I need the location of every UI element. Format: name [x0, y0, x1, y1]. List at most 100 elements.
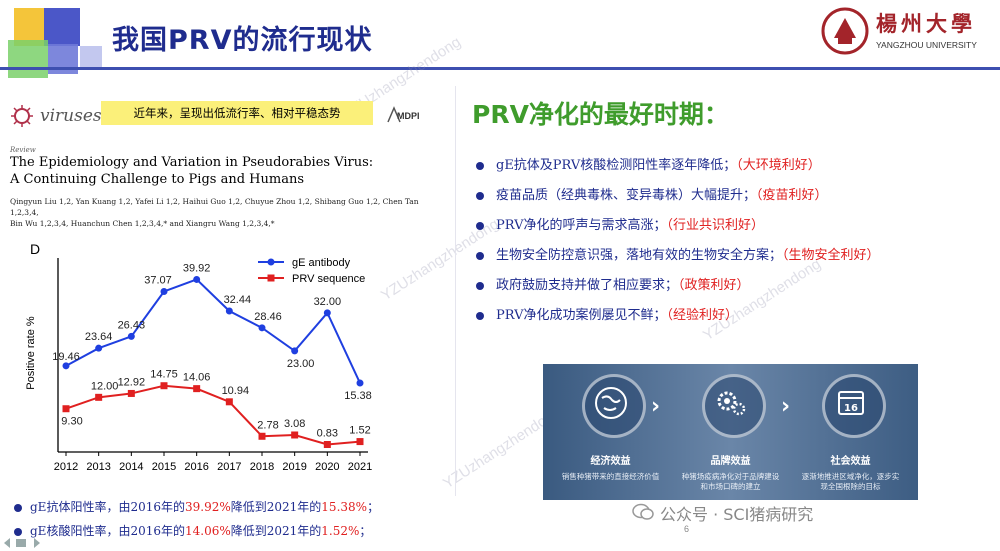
- university-logo: 楊州大學 YANGZHOU UNIVERSITY: [820, 6, 990, 58]
- summary-value: 39.92%: [184, 500, 231, 514]
- list-item: 疫苗品质（经典毒株、变异毒株）大幅提升；（疫苗利好）: [476, 184, 996, 214]
- publisher-name: MDPI: [397, 111, 420, 121]
- summary-text: 降低到2021年的: [230, 500, 322, 514]
- university-name: 楊州大學: [876, 11, 976, 36]
- data-label: 39.92: [183, 262, 211, 274]
- item-tag: （大环境利好）: [736, 158, 821, 173]
- x-tick-label: 2018: [250, 461, 274, 473]
- data-point: [356, 379, 364, 387]
- data-point: [258, 324, 266, 332]
- data-label: 26.43: [118, 319, 146, 331]
- card-title: 品牌效益: [710, 456, 751, 467]
- data-label: 14.75: [150, 369, 178, 381]
- item-tag: （行业共识利好）: [666, 218, 764, 233]
- y-axis-label: Positive rate %: [25, 316, 37, 390]
- summary-line: gE抗体阳性率，由2016年的39.92%降低到2021年的15.38%；: [14, 498, 454, 515]
- x-tick-label: 2015: [152, 461, 176, 473]
- paper-authors: Qingyun Liu 1,2, Yan Kuang 1,2, Yafei Li…: [10, 196, 430, 229]
- benefit-card-social: 16 社会效益 逐渐地推进区域净化，逐步实现全国根除的目标: [793, 364, 908, 500]
- article-type: Review: [10, 146, 36, 154]
- x-tick-label: 2012: [54, 461, 78, 473]
- bullet-icon: [476, 311, 484, 320]
- panel-label: D: [30, 241, 40, 257]
- x-tick-label: 2020: [315, 461, 339, 473]
- series-line-prv-sequence: [65, 384, 361, 446]
- slide-nav-controls[interactable]: [2, 536, 50, 550]
- bullet-icon: [476, 221, 484, 230]
- data-point: [127, 389, 135, 397]
- data-point: [225, 398, 233, 406]
- paper-title-line: The Epidemiology and Variation in Pseudo…: [10, 155, 374, 170]
- bullet-icon: [14, 503, 22, 512]
- x-tick-label: 2019: [282, 461, 306, 473]
- list-item: gE抗体及PRV核酸检测阳性率逐年降低；（大环境利好）: [476, 154, 996, 184]
- card-description: 逐渐地推进区域净化，逐步实现全国根除的目标: [801, 472, 900, 491]
- list-item: 政府鼓励支持并做了相应要求；（政策利好）: [476, 274, 996, 304]
- data-label: 9.30: [61, 416, 82, 428]
- data-point: [62, 405, 70, 413]
- paper-title-line: A Continuing Challenge to Pigs and Human…: [10, 172, 304, 187]
- data-point: [225, 307, 233, 315]
- data-point: [193, 275, 201, 283]
- item-text: PRV净化成功案例屡见不鲜；: [496, 308, 667, 323]
- legend-label: gE antibody: [292, 257, 351, 269]
- calendar-number: 16: [844, 403, 858, 414]
- card-description: 销售种猪带来的直接经济价值: [561, 472, 660, 481]
- data-label: 37.07: [144, 274, 172, 286]
- data-label: 10.94: [222, 385, 250, 397]
- slide-title: 我国PRV的流行现状: [112, 25, 373, 56]
- data-point: [62, 362, 70, 370]
- item-tag: （政策利好）: [678, 278, 750, 293]
- chevron-right-icon: ›: [651, 394, 661, 419]
- item-text: gE抗体及PRV核酸检测阳性率逐年降低；: [496, 158, 737, 173]
- bullet-icon: [476, 281, 484, 290]
- data-point: [160, 287, 168, 295]
- item-text: 生物安全防控意识强，落地有效的生物安全方案；: [496, 248, 783, 263]
- x-tick-label: 2013: [86, 461, 110, 473]
- calendar-icon: 16: [822, 374, 886, 438]
- data-label: 3.08: [284, 418, 305, 430]
- bullet-icon: [476, 161, 484, 170]
- wechat-icon: [632, 503, 654, 520]
- item-tag: （疫苗利好）: [756, 188, 828, 203]
- card-title: 经济效益: [590, 456, 631, 467]
- data-label: 15.38: [344, 390, 372, 402]
- data-label: 19.46: [52, 351, 80, 363]
- item-text: 疫苗品质（经典毒株、变异毒株）大幅提升；: [496, 188, 757, 203]
- summary-text: gE核酸阳性率，由2016年的: [30, 524, 185, 538]
- data-label: 28.46: [254, 311, 282, 323]
- paper-title: The Epidemiology and Variation in Pseudo…: [10, 154, 430, 188]
- legend-label: PRV sequence: [292, 273, 365, 285]
- bullet-icon: [14, 527, 22, 536]
- data-label: 1.52: [349, 425, 370, 437]
- bullet-icon: [476, 191, 484, 200]
- university-name-en: YANGZHOU UNIVERSITY: [876, 40, 977, 50]
- prev-slide-icon: [4, 538, 10, 548]
- page-number: 6: [684, 524, 690, 534]
- summary-text: ；: [359, 524, 372, 538]
- summary-line: gE核酸阳性率，由2016年的14.06%降低到2021年的1.52%；: [14, 522, 454, 539]
- x-tick-label: 2014: [119, 461, 143, 473]
- list-item: PRV净化成功案例屡见不鲜；（经验利好）: [476, 304, 996, 334]
- x-tick-label: 2017: [217, 461, 241, 473]
- wechat-account: 公众号 · SCI猪病研究: [660, 505, 814, 524]
- journal-header: viruses: [10, 104, 420, 128]
- summary-value: 15.38%: [321, 500, 368, 514]
- data-label: 2.78: [257, 419, 278, 431]
- data-point: [160, 382, 168, 390]
- data-label: 14.06: [183, 372, 211, 384]
- corner-decoration: [0, 0, 102, 86]
- summary-value: 14.06%: [184, 524, 231, 538]
- gears-icon: [702, 374, 766, 438]
- trend-callout: 近年来，呈现出低流行率、相对平稳态势: [101, 101, 373, 125]
- card-title: 社会效益: [830, 456, 871, 467]
- globe-icon: [582, 374, 646, 438]
- series-line-ge-antibody: [65, 278, 361, 384]
- item-text: 政府鼓励支持并做了相应要求；: [496, 278, 679, 293]
- data-point: [258, 432, 266, 440]
- virus-icon: [11, 105, 33, 127]
- data-point: [323, 440, 331, 448]
- list-item: 生物安全防控意识强，落地有效的生物安全方案；（生物安全利好）: [476, 244, 996, 274]
- panel-divider: [455, 86, 456, 496]
